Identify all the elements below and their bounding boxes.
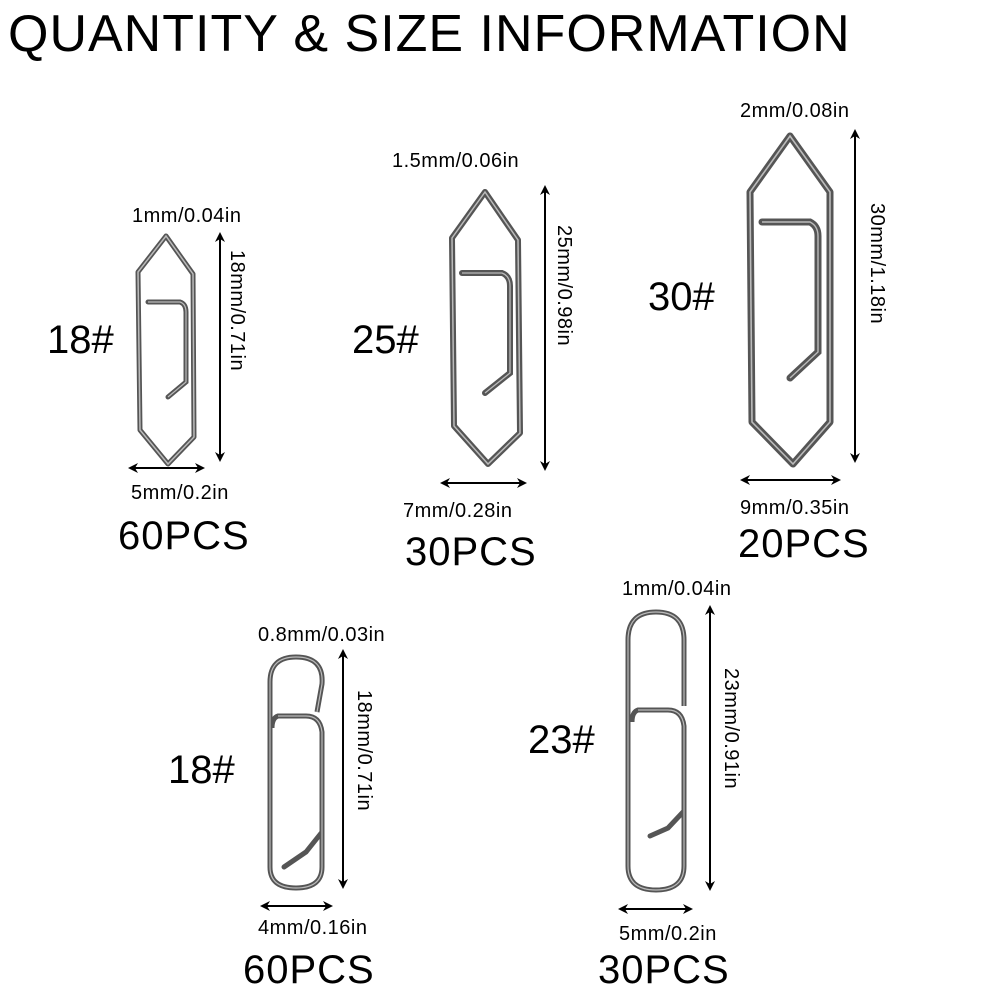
snap-clip-image	[135, 233, 197, 467]
snap-clip-image	[746, 132, 834, 468]
width-label: 5mm/0.2in	[619, 923, 717, 945]
wire-diameter-label: 1mm/0.04in	[132, 205, 242, 227]
size-label: 23#	[528, 718, 595, 762]
size-label: 30#	[648, 275, 715, 319]
width-arrow	[618, 904, 693, 914]
quantity-label: 30PCS	[598, 948, 730, 992]
width-arrow	[128, 463, 205, 473]
quantity-label: 60PCS	[118, 514, 250, 558]
wire-diameter-label: 0.8mm/0.03in	[258, 624, 386, 646]
snap-clip-image	[267, 654, 325, 891]
width-label: 5mm/0.2in	[131, 482, 229, 504]
wire-diameter-label: 2mm/0.08in	[740, 100, 850, 122]
width-label: 4mm/0.16in	[258, 917, 368, 939]
size-label: 18#	[47, 318, 114, 362]
width-arrow	[260, 901, 333, 911]
size-label: 18#	[168, 748, 235, 792]
length-arrow	[215, 232, 225, 462]
width-arrow	[740, 475, 841, 485]
length-arrow	[705, 605, 715, 891]
quantity-label: 20PCS	[738, 522, 870, 566]
length-arrow	[540, 185, 550, 471]
length-arrow	[338, 649, 348, 889]
size-label: 25#	[352, 318, 419, 362]
snap-clip-image	[449, 189, 523, 467]
snap-clip-image	[625, 609, 687, 893]
width-arrow	[440, 478, 527, 488]
quantity-label: 60PCS	[243, 948, 375, 992]
length-arrow	[850, 129, 860, 463]
length-label: 30mm/1.18in	[866, 203, 888, 325]
length-label: 18mm/0.71in	[226, 250, 248, 372]
page-title: QUANTITY & SIZE INFORMATION	[8, 5, 851, 63]
length-label: 25mm/0.98in	[553, 225, 575, 347]
length-label: 23mm/0.91in	[720, 668, 742, 790]
quantity-label: 30PCS	[405, 530, 537, 574]
width-label: 9mm/0.35in	[740, 497, 850, 519]
width-label: 7mm/0.28in	[403, 500, 513, 522]
length-label: 18mm/0.71in	[353, 690, 375, 812]
wire-diameter-label: 1.5mm/0.06in	[392, 150, 520, 172]
wire-diameter-label: 1mm/0.04in	[622, 578, 732, 600]
